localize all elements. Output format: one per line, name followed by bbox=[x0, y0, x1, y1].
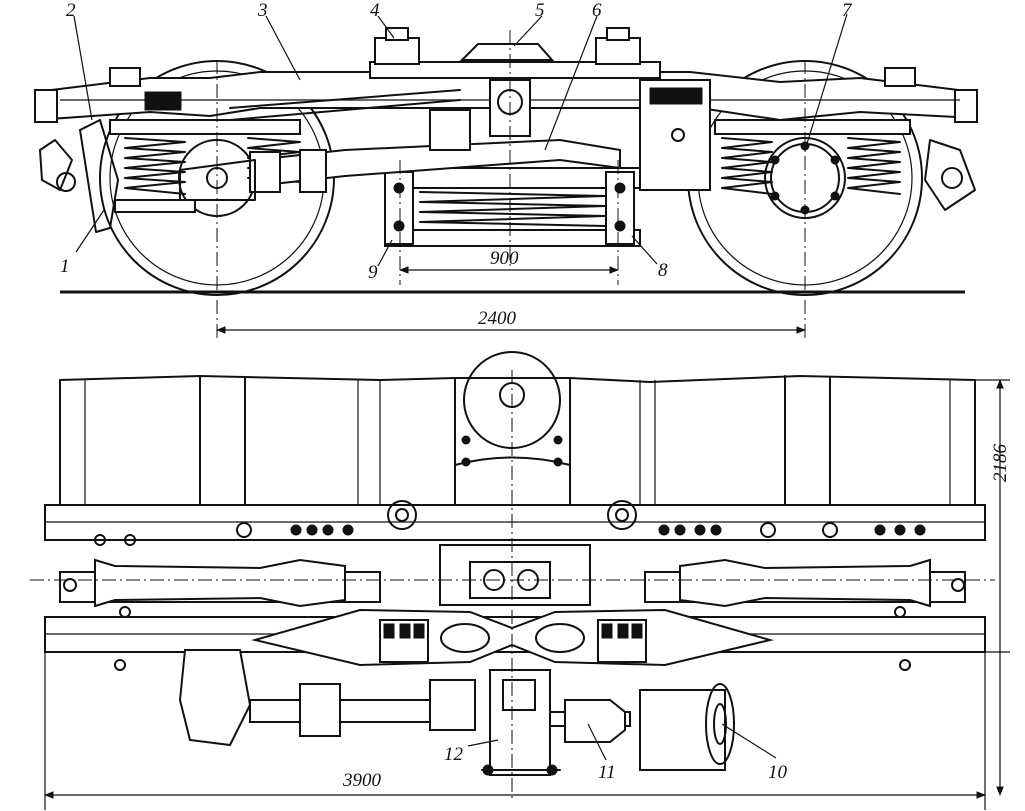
callout-4: 4 bbox=[370, 0, 380, 21]
dimension-3900-text: 3900 bbox=[342, 770, 382, 791]
axle-box-cover bbox=[770, 141, 840, 215]
dimension-length: 3900 bbox=[44, 770, 986, 799]
right-spring-set bbox=[639, 79, 911, 195]
callout-7: 7 bbox=[842, 0, 853, 21]
plan-coupling bbox=[439, 544, 591, 606]
callout-12: 12 bbox=[444, 744, 464, 765]
callout-3: 3 bbox=[257, 0, 268, 21]
dimension-2186-text: 2186 bbox=[990, 444, 1011, 483]
dimension-wheelbase: 2400 bbox=[216, 308, 806, 334]
callout-2: 2 bbox=[66, 0, 76, 21]
plan-view: 3900 2186 10 11 12 bbox=[30, 351, 1011, 810]
side-view: 900 2400 1 2 3 4 5 6 7 8 9 bbox=[34, 0, 978, 338]
plan-upper-body bbox=[59, 375, 976, 506]
plan-drive-train bbox=[178, 649, 735, 776]
plan-bolts bbox=[63, 522, 965, 671]
callout-8: 8 bbox=[658, 260, 668, 281]
left-linkage bbox=[39, 119, 976, 233]
callout-6: 6 bbox=[592, 0, 602, 21]
callout-5: 5 bbox=[535, 0, 545, 21]
dimension-width: 2186 bbox=[990, 379, 1011, 796]
dimension-900-text: 900 bbox=[490, 248, 519, 269]
dimension-spring-base: 900 bbox=[399, 248, 619, 274]
dimension-2400-text: 2400 bbox=[478, 308, 517, 329]
bolster bbox=[369, 27, 661, 137]
callout-1: 1 bbox=[60, 256, 70, 277]
side-callout-leaders bbox=[73, 13, 848, 267]
plan-callout-leaders bbox=[467, 723, 777, 761]
callout-10: 10 bbox=[768, 762, 788, 783]
callout-11: 11 bbox=[598, 762, 616, 783]
central-spring-pack bbox=[384, 167, 641, 247]
callout-9: 9 bbox=[368, 262, 378, 283]
